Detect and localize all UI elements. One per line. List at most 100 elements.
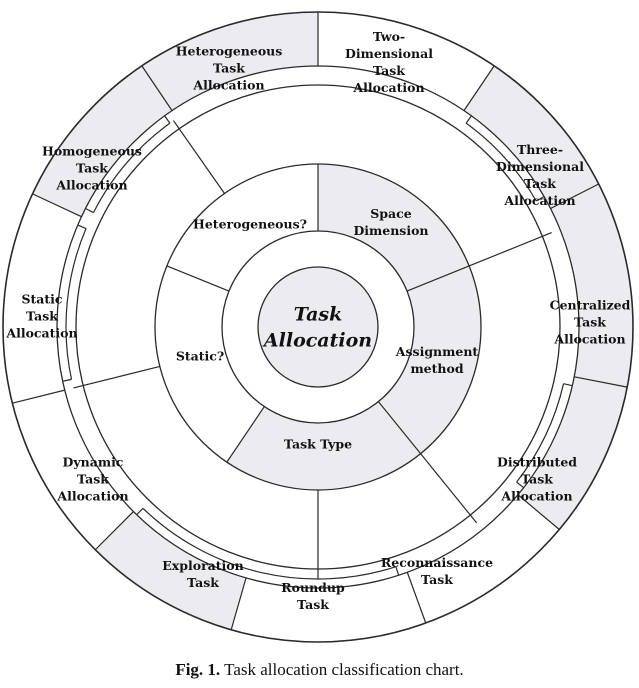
outer-ring-boundary bbox=[2, 11, 634, 643]
inner-sector-label-5: Heterogeneous? bbox=[193, 216, 307, 231]
bracket-tick bbox=[535, 195, 545, 202]
bracket-connector bbox=[468, 232, 552, 267]
outer-sector-label-10-line-2: Task bbox=[76, 160, 108, 175]
bracket-arc-4 bbox=[65, 228, 87, 380]
outer-sector-label-5-line-1: Reconnaissance bbox=[381, 555, 493, 570]
outer-sector-shade bbox=[517, 376, 628, 530]
inner-sector-divider bbox=[406, 265, 470, 292]
caption-figure-label: Fig. 1. bbox=[175, 660, 221, 679]
outer-sector-divider bbox=[463, 65, 495, 111]
bracket-tick bbox=[563, 383, 573, 387]
inner-sector-label-4: Static? bbox=[176, 348, 224, 363]
inner-sector-shade bbox=[378, 265, 481, 454]
outer-sector-label-10-line-1: Homogeneous bbox=[42, 143, 142, 158]
outer-sector-label-10-line-3: Allocation bbox=[55, 177, 127, 192]
bracket-tick bbox=[62, 378, 72, 382]
outer-sector-label-1-line-1: Two- bbox=[373, 29, 405, 44]
outer-sector-label-9-line-3: Allocation bbox=[5, 325, 77, 340]
bracket-connector bbox=[172, 120, 225, 194]
center-label-line-2: Allocation bbox=[262, 330, 372, 352]
outer-sector-label-6-line-1: Roundup bbox=[281, 580, 345, 595]
outer-sector-divider bbox=[550, 183, 599, 210]
bracket-tick bbox=[395, 566, 400, 576]
outer-sector-label-4-line-3: Allocation bbox=[500, 488, 572, 503]
core-ring-boundary bbox=[221, 230, 415, 424]
bracket-connector bbox=[73, 365, 160, 389]
inner-sector-label-5-line-1: Heterogeneous? bbox=[193, 216, 307, 231]
figure-caption: Fig. 1. Task allocation classification c… bbox=[0, 660, 639, 680]
inner-sector-shade bbox=[318, 164, 470, 292]
outer-sector-label-11-line-2: Task bbox=[213, 60, 245, 75]
center-circle bbox=[257, 266, 379, 388]
outer-sector-divider bbox=[12, 389, 65, 404]
outer-sector-divider bbox=[32, 193, 82, 218]
outer-sector-divider bbox=[94, 511, 134, 551]
outer-sector-label-3-line-1: Centralized bbox=[550, 297, 631, 312]
bracket-tick bbox=[85, 207, 94, 214]
outer-sector-label-1-line-4: Allocation bbox=[352, 80, 424, 95]
outer-sector-label-8-line-1: Dynamic bbox=[63, 454, 124, 469]
inner-sector-label-2-line-2: method bbox=[410, 361, 463, 376]
outer-sector-label-4-line-2: Task bbox=[521, 471, 553, 486]
bracket-arc-5 bbox=[92, 122, 171, 213]
outer-sector-label-11-line-3: Allocation bbox=[192, 77, 264, 92]
bracket-connector bbox=[420, 453, 478, 524]
middle-ring-outer-boundary bbox=[56, 65, 580, 589]
outer-sector-label-2-line-3: Task bbox=[524, 176, 556, 191]
outer-sector-label-6-line-2: Task bbox=[297, 597, 329, 612]
outer-sector-label-5-line-2: Task bbox=[421, 572, 453, 587]
outer-sector-label-3-line-2: Task bbox=[574, 314, 606, 329]
outer-sector-divider bbox=[574, 376, 628, 388]
outer-sector-label-2-line-1: Three- bbox=[517, 142, 563, 157]
outer-sector-shade bbox=[32, 65, 173, 217]
outer-sector-label-9-line-2: Task bbox=[26, 308, 58, 323]
outer-sector-label-1-line-2: Dimensional bbox=[345, 46, 433, 61]
inner-sector-label-1-line-2: Dimension bbox=[353, 223, 428, 238]
outer-sector-shade bbox=[463, 65, 599, 209]
center-label-line-1: Task bbox=[294, 304, 343, 326]
bracket-tick bbox=[77, 224, 87, 230]
outer-sector-label-11-line-1: Heterogeneous bbox=[176, 43, 283, 58]
inner-sector-divider bbox=[377, 401, 422, 455]
outer-sector-divider bbox=[517, 494, 560, 530]
inner-sector-label-1-line-1: Space bbox=[370, 206, 411, 221]
outer-sector-label-7-line-1: Exploration bbox=[162, 558, 243, 573]
bracket-tick bbox=[465, 115, 472, 124]
bracket-arc-3 bbox=[142, 507, 397, 580]
bracket-tick bbox=[136, 507, 144, 516]
outer-sector-shade bbox=[550, 183, 633, 388]
outer-sector-shade bbox=[141, 12, 318, 111]
bracket-arc-1 bbox=[465, 122, 537, 202]
bracket-tick bbox=[164, 115, 171, 124]
bracket-arc-2 bbox=[516, 383, 565, 483]
outer-sector-label-1-line-3: Task bbox=[373, 63, 405, 78]
inner-sector-label-3-line-1: Task Type bbox=[284, 436, 352, 451]
outer-sector-divider bbox=[406, 572, 427, 624]
outer-sector-label-4-line-1: Distributed bbox=[497, 454, 577, 469]
outer-sector-shade bbox=[95, 511, 247, 630]
outer-sector-label-2-line-2: Dimensional bbox=[496, 159, 584, 174]
outer-sector-divider bbox=[141, 65, 173, 111]
inner-sector-divider bbox=[166, 265, 230, 292]
outer-sector-label-8-line-2: Task bbox=[77, 471, 109, 486]
outer-sector-label-2-line-4: Allocation bbox=[503, 193, 575, 208]
caption-text: Task allocation classification chart. bbox=[224, 660, 464, 679]
inner-sector-label-2-line-1: Assignment bbox=[395, 344, 479, 359]
inner-sector-label-4-line-1: Static? bbox=[176, 348, 224, 363]
outer-sector-label-9-line-1: Static bbox=[21, 291, 62, 306]
outer-sector-label-3-line-3: Allocation bbox=[553, 331, 625, 346]
bracket-tick bbox=[516, 481, 525, 489]
